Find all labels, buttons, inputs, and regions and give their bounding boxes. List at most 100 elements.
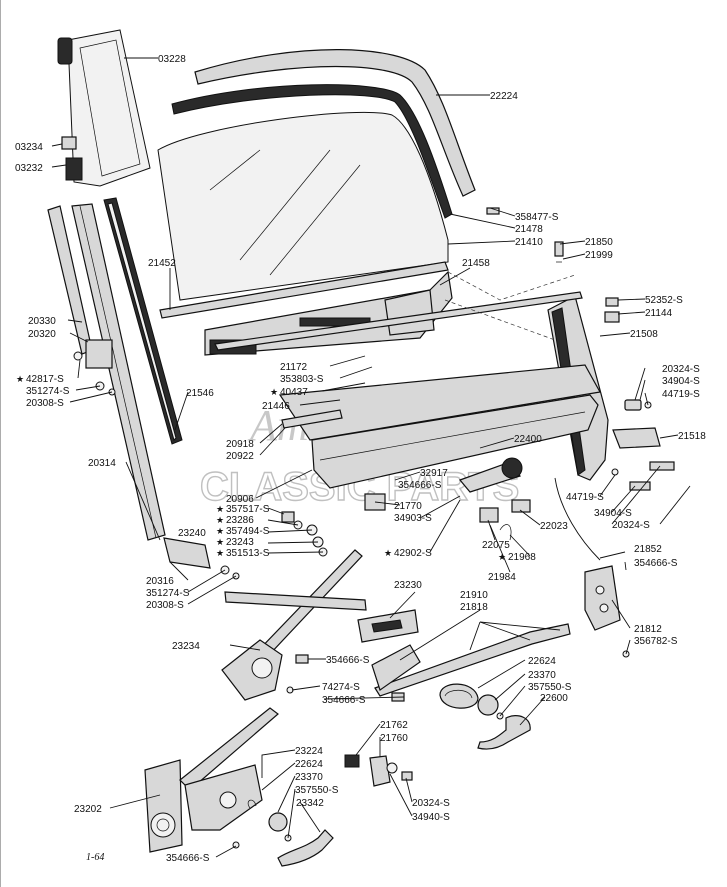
callout-21478: 21478 — [515, 224, 543, 235]
callout-20922: 20922 — [226, 451, 254, 462]
callout-34903-s: 34903-S — [394, 513, 432, 524]
callout-21144: 21144 — [645, 308, 673, 319]
callout-354666-s: 354666-S — [398, 480, 442, 491]
svg-text:★: ★ — [16, 375, 24, 385]
callout-23243: 23243 — [226, 537, 254, 548]
svg-text:★: ★ — [384, 549, 392, 559]
callout-21762: 21762 — [380, 720, 408, 731]
callout-23370: 23370 — [528, 670, 556, 681]
callout-20330: 20330 — [28, 316, 56, 327]
callout-21410: 21410 — [515, 237, 543, 248]
weatherstrip — [171, 84, 453, 219]
door-glass — [157, 111, 449, 301]
callout-03232: 03232 — [15, 163, 43, 174]
callout-20308-s-b: 20308-S — [146, 600, 184, 611]
callout-44719-s: 44719-S — [662, 389, 700, 400]
callout-23224: 23224 — [295, 746, 323, 757]
callout-20324-s-c: 20324-S — [412, 798, 450, 809]
callout-52352-s: 52352-S — [645, 295, 683, 306]
callout-21910: 21910 — [460, 590, 488, 601]
callout-351274-s-b: 351274-S — [146, 588, 190, 599]
callout-22075: 22075 — [482, 540, 510, 551]
callout-21812: 21812 — [634, 624, 662, 635]
vent-bracket — [65, 157, 83, 181]
page-number: 1-64 — [86, 852, 104, 863]
callout-22224: 22224 — [490, 91, 518, 102]
svg-text:★: ★ — [216, 527, 224, 537]
lock-rod — [554, 477, 601, 561]
regulator-equalizer-arm — [224, 591, 367, 611]
svg-text:★: ★ — [216, 505, 224, 515]
division-bar — [71, 203, 166, 541]
callout-21452: 21452 — [148, 258, 176, 269]
callout-22023: 22023 — [540, 521, 568, 532]
callout-21546: 21546 — [186, 388, 214, 399]
callout-44719-s-b: 44719-S — [566, 492, 604, 503]
callout-23240: 23240 — [178, 528, 206, 539]
window-regulator — [144, 759, 183, 853]
callout-357550-s-b: 357550-S — [295, 785, 339, 796]
svg-text:★: ★ — [216, 549, 224, 559]
callout-21518: 21518 — [678, 431, 706, 442]
callout-21968: 21968 — [508, 552, 536, 563]
callout-42817-s: 42817-S — [26, 374, 64, 385]
callout-42902-s: 42902-S — [394, 548, 432, 559]
callout-74274-s: 74274-S — [322, 682, 360, 693]
callout-358477-s: 358477-S — [515, 212, 559, 223]
callout-40437: 40437 — [280, 387, 308, 398]
callout-23342: 23342 — [296, 798, 324, 809]
callout-354666-s-e: 354666-S — [166, 853, 210, 864]
parts-drawing — [0, 0, 675, 887]
callout-21852: 21852 — [634, 544, 662, 555]
callout-20906: 20906 — [226, 494, 254, 505]
callout-357494-s: 357494-S — [226, 526, 270, 537]
callout-20316: 20316 — [146, 576, 174, 587]
callout-34904-s: 34904-S — [662, 376, 700, 387]
svg-text:★: ★ — [270, 388, 278, 398]
callout-20308-s: 20308-S — [26, 398, 64, 409]
callout-353803-s: 353803-S — [280, 374, 324, 385]
callout-354666-s-b: 354666-S — [634, 558, 678, 569]
callout-21818: 21818 — [460, 602, 488, 613]
door-latch — [584, 565, 621, 631]
escutcheon — [477, 694, 499, 716]
callout-22624: 22624 — [528, 656, 556, 667]
vent-clip — [61, 136, 77, 150]
callout-20314: 20314 — [88, 458, 116, 469]
callout-labels: 03228 22224 03234 03232 358477-S 21478 2… — [15, 54, 706, 864]
svg-text:★: ★ — [216, 516, 224, 526]
vent-pivot — [57, 37, 73, 65]
callout-21770: 21770 — [394, 501, 422, 512]
callout-22600: 22600 — [540, 693, 568, 704]
callout-357550-s: 357550-S — [528, 682, 572, 693]
callout-21458: 21458 — [462, 258, 490, 269]
callout-23230: 23230 — [394, 580, 422, 591]
callout-20324-s-b: 20324-S — [612, 520, 650, 531]
callout-21850: 21850 — [585, 237, 613, 248]
leader-lines — [51, 57, 691, 858]
callout-23234: 23234 — [172, 641, 200, 652]
remote-control-link — [374, 623, 571, 697]
callout-22624-b: 22624 — [295, 759, 323, 770]
callout-23202: 23202 — [74, 804, 102, 815]
callout-356782-s: 356782-S — [634, 636, 678, 647]
svg-text:★: ★ — [498, 553, 506, 563]
callout-22400: 22400 — [514, 434, 542, 445]
callout-21172: 21172 — [280, 362, 308, 373]
upper-glass-channel — [194, 49, 476, 197]
callout-21999: 21999 — [585, 250, 613, 261]
callout-20324-s: 20324-S — [662, 364, 700, 375]
callout-21984: 21984 — [488, 572, 516, 583]
armrest — [311, 394, 599, 489]
callout-357517-s: 357517-S — [226, 504, 270, 515]
callout-21446: 21446 — [262, 401, 290, 412]
svg-text:★: ★ — [216, 538, 224, 548]
callout-03234: 03234 — [15, 142, 43, 153]
handle-spring — [439, 683, 479, 709]
glass-retainer — [159, 261, 449, 319]
callout-21760: 21760 — [380, 733, 408, 744]
window-crank — [277, 829, 334, 867]
callout-354666-s-d: 354666-S — [322, 695, 366, 706]
callout-20320: 20320 — [28, 329, 56, 340]
callout-23370-b: 23370 — [295, 772, 323, 783]
